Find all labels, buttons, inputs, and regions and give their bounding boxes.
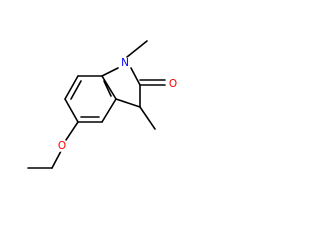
atom-label-n1: N [120, 56, 130, 69]
bond-n1-methyl [126, 40, 148, 58]
bond-c7a-c3a [101, 75, 117, 100]
double-bond-inner-c6-c7 [70, 80, 82, 100]
double-bond-inner-c7a-c3a [103, 80, 112, 97]
bond-c3-c3a [115, 98, 141, 108]
bond-c3a-c4 [101, 98, 117, 123]
bond-c7a-n1 [101, 67, 119, 77]
bond-o-ch2 [51, 150, 62, 169]
atom-label-ether-oxygen: O [56, 139, 68, 152]
bond-n1-c2 [130, 67, 141, 86]
bond-c6-c7 [64, 75, 79, 100]
molecule-structure [27, 40, 166, 169]
bond-c5-c6 [64, 98, 79, 123]
bond-c3-methyl [139, 106, 156, 130]
structure-canvas: N O O [27, 40, 179, 169]
atom-label-carbonyl-oxygen: O [167, 77, 179, 90]
bond-c5-o [65, 121, 79, 141]
